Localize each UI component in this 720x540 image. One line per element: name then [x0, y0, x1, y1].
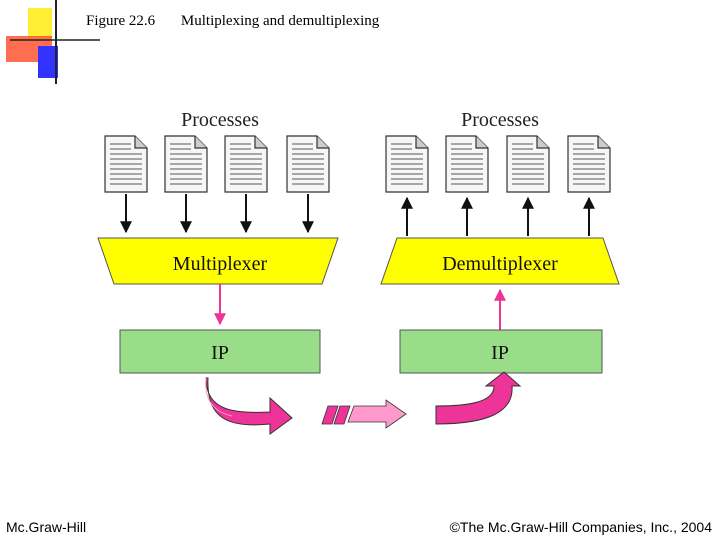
figure-caption: Figure 22.6 Multiplexing and demultiplex…: [86, 13, 379, 30]
demultiplexer-label: Demultiplexer: [442, 253, 558, 275]
process-document-icon: [286, 135, 330, 193]
process-document-icon: [224, 135, 268, 193]
figure-title: Multiplexing and demultiplexing: [180, 13, 380, 29]
left-ip-label: IP: [211, 342, 229, 364]
right-process-documents: [385, 135, 611, 193]
copyright-footer: ©The Mc.Graw-Hill Companies, Inc., 2004: [449, 519, 712, 535]
multiplexer-box: [97, 237, 339, 285]
slide-corner-decoration: [6, 0, 100, 84]
process-document-icon: [445, 135, 489, 193]
transit-arrows-icon: [321, 399, 407, 429]
figure-label: Figure 22.6: [86, 13, 156, 29]
publisher-footer: Mc.Graw-Hill: [6, 519, 87, 535]
incoming-curved-arrow-icon: [435, 371, 522, 425]
right-processes-label: Processes: [461, 109, 539, 131]
multiplexer-label: Multiplexer: [173, 253, 268, 275]
demultiplexer-box: [380, 237, 620, 285]
left-process-documents: [104, 135, 330, 193]
process-document-icon: [164, 135, 208, 193]
left-ip-box: [119, 329, 321, 374]
right-ip-box: [399, 329, 603, 374]
right-ip-label: IP: [491, 342, 509, 364]
process-document-icon: [567, 135, 611, 193]
process-document-icon: [104, 135, 148, 193]
right-up-arrows: [401, 196, 595, 236]
process-document-icon: [385, 135, 429, 193]
left-processes-label: Processes: [181, 109, 259, 131]
left-down-arrows: [120, 194, 314, 234]
outgoing-curved-arrow-icon: [205, 377, 293, 435]
process-document-icon: [506, 135, 550, 193]
